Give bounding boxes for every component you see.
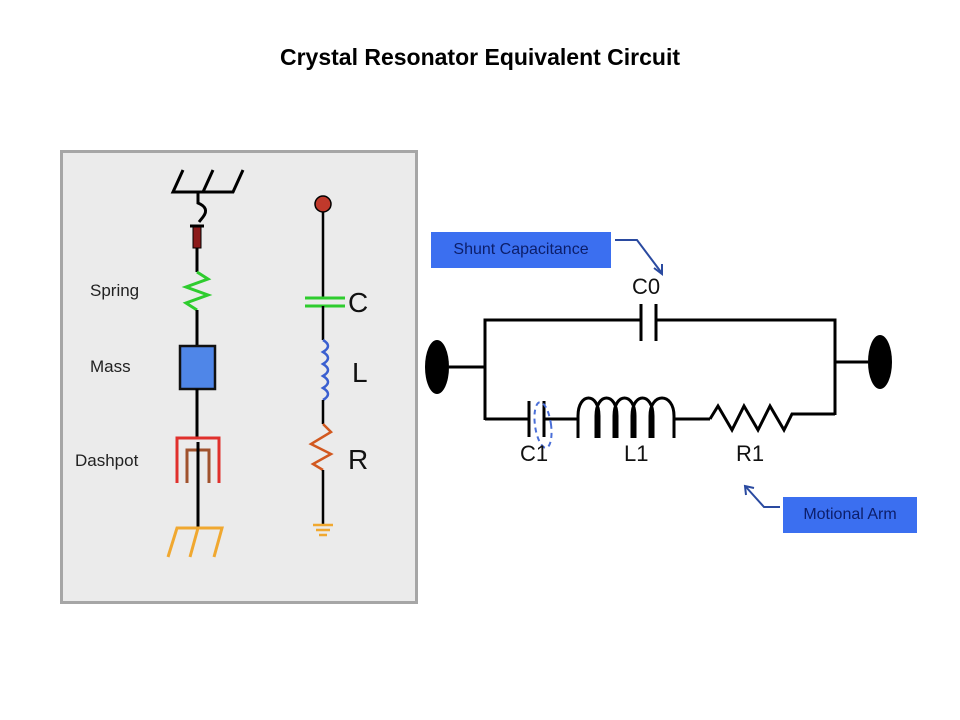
motional-arrow-icon	[743, 484, 780, 508]
left-terminal-icon	[425, 340, 449, 394]
capacitor-label: C	[348, 287, 368, 318]
inductor-icon	[320, 338, 330, 402]
equivalent-circuit	[425, 304, 892, 449]
dashpot-label: Dashpot	[75, 451, 139, 470]
ground-icon	[313, 523, 333, 537]
anchor-bolt-icon	[192, 225, 202, 249]
mechanical-model: Spring Mass Dashpot	[75, 169, 245, 558]
motional-arm-callout: Motional Arm	[783, 497, 917, 533]
spring-icon	[181, 270, 213, 312]
shunt-arrow-icon	[615, 239, 663, 276]
capacitor-icon	[305, 296, 345, 308]
r1-resistor-icon	[708, 402, 835, 434]
l1-label: L1	[624, 441, 648, 466]
c0-label: C0	[632, 274, 660, 299]
page-title: Crystal Resonator Equivalent Circuit	[279, 44, 681, 70]
resistor-icon	[308, 423, 334, 472]
terminal-icon	[314, 195, 332, 213]
ground-hatch-icon	[166, 526, 224, 558]
ceiling-anchor-icon	[170, 169, 245, 223]
mass-block-icon	[178, 344, 217, 391]
c0-capacitor-icon	[639, 304, 658, 341]
r1-label: R1	[736, 441, 764, 466]
c1-highlight-icon	[533, 401, 553, 449]
c1-label: C1	[520, 441, 548, 466]
spring-label: Spring	[90, 281, 139, 300]
right-terminal-icon	[868, 335, 892, 389]
mass-label: Mass	[90, 357, 131, 376]
resistor-label: R	[348, 444, 368, 475]
mechanical-electrical-panel	[60, 150, 418, 604]
l1-inductor-icon	[576, 396, 676, 438]
shunt-capacitance-callout: Shunt Capacitance	[431, 232, 611, 268]
inductor-label: L	[352, 357, 368, 388]
electrical-model: C L R	[305, 195, 368, 537]
